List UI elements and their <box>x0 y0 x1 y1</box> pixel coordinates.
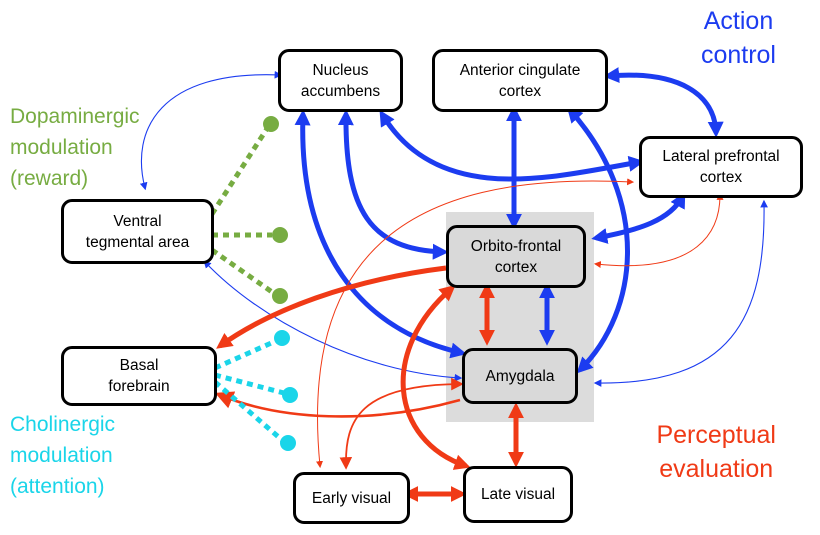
node-basal-forebrain: Basal forebrain <box>61 346 217 406</box>
arrow-ofc-late-visual <box>400 284 471 470</box>
arrow-lpfc-early-visual <box>316 178 635 469</box>
node-amygdala: Amygdala <box>462 348 578 404</box>
caption-perceptual-evaluation: Perceptual evaluation <box>656 421 776 483</box>
dopaminergic-terminal-middle <box>272 227 288 243</box>
caption-dopaminergic: Dopaminergic modulation (reward) <box>10 105 140 190</box>
arrow-ofc-lpfc-red <box>593 192 724 268</box>
node-anterior-cingulate: Anterior cingulate cortex <box>432 49 608 112</box>
arrow-nacc-vta <box>139 70 283 191</box>
cholinergic-line-middle <box>214 372 285 396</box>
cholinergic-line-lower <box>213 380 284 442</box>
node-lateral-prefrontal: Lateral prefrontal cortex <box>639 136 803 198</box>
cholinergic-terminal-lower <box>280 435 296 451</box>
caption-action-control: Action control <box>700 7 776 69</box>
arrow-amygdala-basal-forebrain <box>214 391 461 418</box>
arrow-amygdala-lpfc <box>593 199 768 387</box>
arrow-ofc-lpfc <box>591 191 686 244</box>
node-orbito-frontal: Orbito-frontal cortex <box>446 225 586 288</box>
caption-cholinergic: Cholinergic modulation (attention) <box>10 413 116 498</box>
node-late-visual: Late visual <box>463 466 573 523</box>
cholinergic-terminal-middle <box>282 387 298 403</box>
arrow-nacc-lpfc <box>379 109 645 182</box>
dopaminergic-terminal-upper <box>263 116 279 132</box>
node-ventral-tegmental: Ventral tegmental area <box>61 199 214 264</box>
node-nucleus-accumbens: Nucleus accumbens <box>278 49 403 112</box>
dopaminergic-line-lower <box>210 247 274 295</box>
node-early-visual: Early visual <box>293 472 410 524</box>
arrow-acc-lpfc <box>603 67 724 138</box>
cholinergic-terminal-upper <box>274 330 290 346</box>
cholinergic-line-upper <box>213 337 280 371</box>
dopaminergic-terminal-lower <box>272 288 288 304</box>
dopaminergic-line-upper <box>209 122 273 216</box>
